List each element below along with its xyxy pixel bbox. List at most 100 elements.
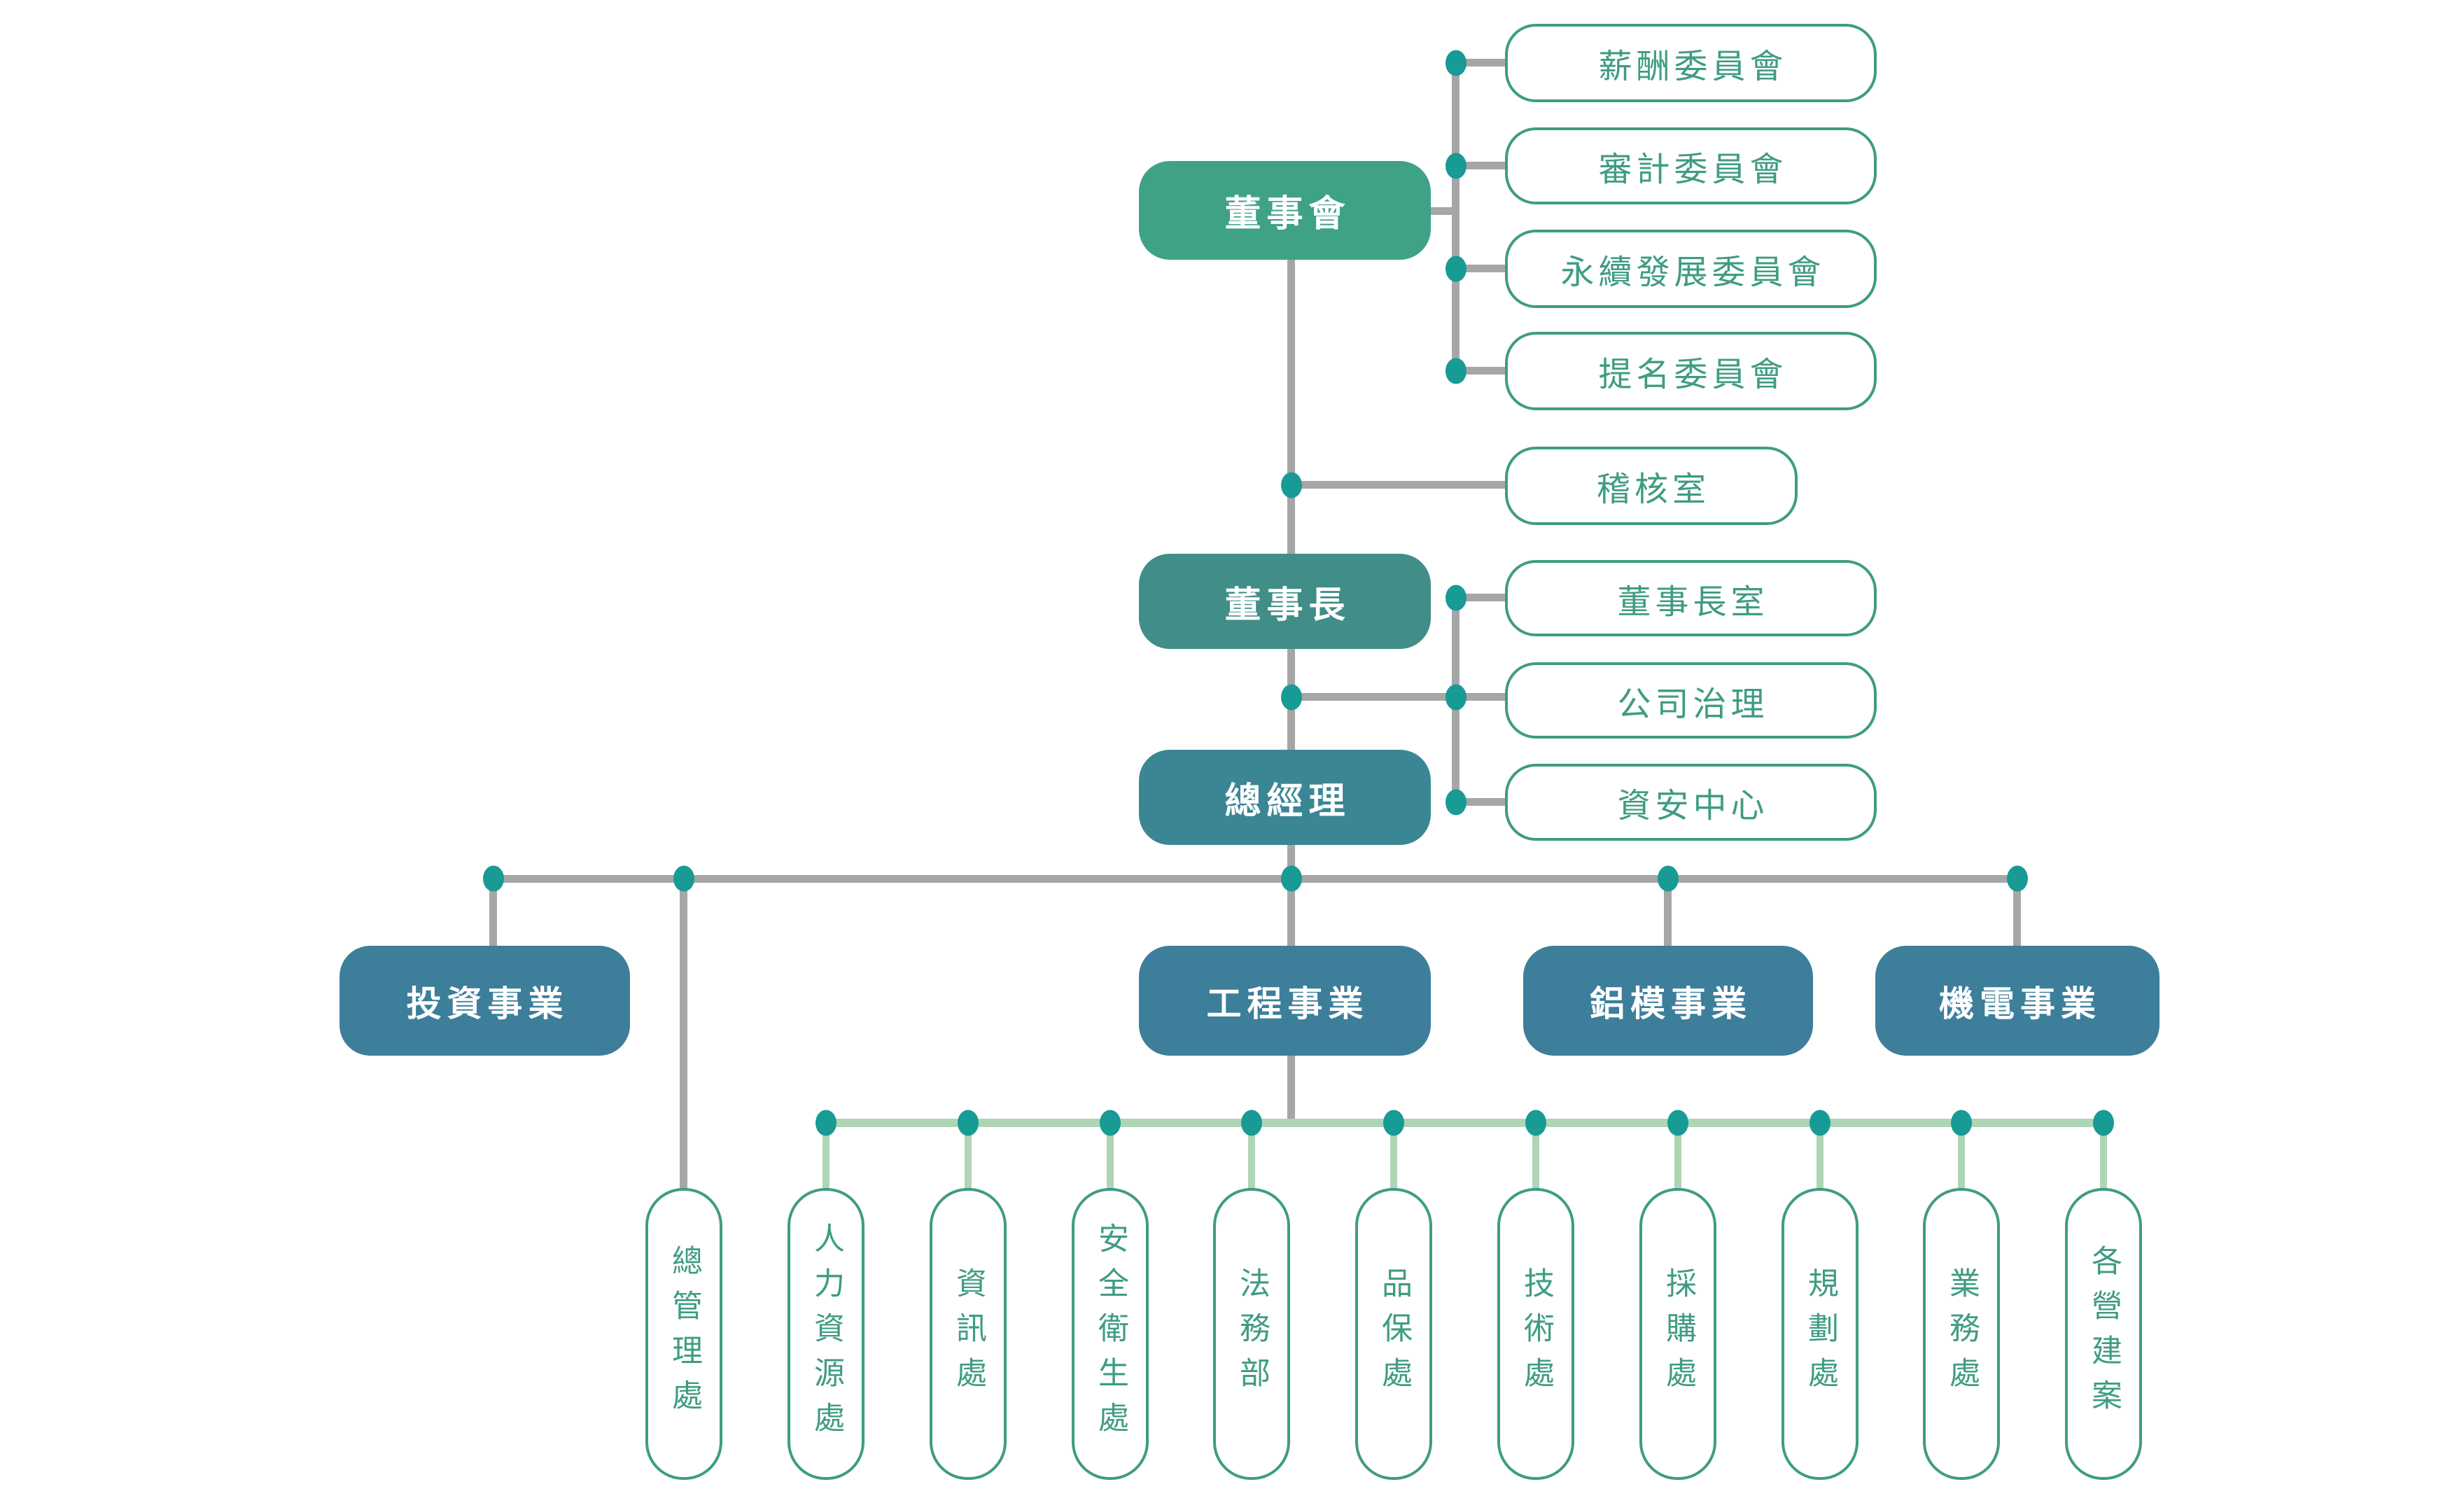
connector-board-to-branch xyxy=(1430,207,1458,215)
it-division-label: 資訊處 xyxy=(951,1266,986,1401)
aluminum-formwork-bu-label: 鋁模事業 xyxy=(1590,984,1752,1023)
planning-division-label: 規劃處 xyxy=(1803,1266,1837,1401)
mep-bu-label: 機電事業 xyxy=(1939,984,2101,1023)
connector-stub-governance xyxy=(1452,693,1508,701)
chairman-node: 董事長 xyxy=(1139,554,1431,649)
salary-committee-node: 薪酬委員會 xyxy=(1505,24,1877,102)
chairman-label: 董事長 xyxy=(1224,585,1351,626)
junction-dot xyxy=(483,865,504,892)
connector-stub-infosec xyxy=(1452,798,1508,806)
junction-dot xyxy=(1446,684,1466,711)
junction-dot xyxy=(816,1110,836,1136)
engineering-bu-label: 工程事業 xyxy=(1206,984,1369,1023)
junction-dot xyxy=(1446,153,1466,179)
connector-audit-office xyxy=(1292,481,1508,489)
legal-dept-label: 法務部 xyxy=(1235,1266,1269,1401)
connector-dept-stub xyxy=(1958,1123,1965,1190)
legal-dept-node: 法務部 xyxy=(1213,1188,1290,1480)
junction-dot xyxy=(1658,865,1679,892)
sales-division-label: 業務處 xyxy=(1945,1266,1979,1401)
connector-to-general-admin xyxy=(680,879,687,1190)
connector-dept-stub xyxy=(965,1123,972,1190)
junction-dot xyxy=(1446,789,1466,816)
junction-dot xyxy=(1667,1110,1688,1136)
qa-division-node: 品保處 xyxy=(1355,1188,1432,1480)
construction-projects-label: 各營建案 xyxy=(2087,1244,2121,1424)
mep-bu-node: 機電事業 xyxy=(1875,946,2160,1056)
junction-dot xyxy=(958,1110,979,1136)
junction-dot xyxy=(1281,472,1302,498)
connector-to-mep xyxy=(2013,879,2021,949)
planning-division-node: 規劃處 xyxy=(1782,1188,1858,1480)
connector-department-rail xyxy=(826,1119,2104,1127)
connector-trunk-president-row xyxy=(1287,845,1295,949)
connector-dept-stub xyxy=(822,1123,830,1190)
corporate-governance-label: 公司治理 xyxy=(1617,685,1769,723)
aluminum-formwork-bu-node: 鋁模事業 xyxy=(1523,946,1813,1056)
procurement-division-node: 採購處 xyxy=(1639,1188,1716,1480)
connector-dept-stub xyxy=(2100,1123,2107,1190)
infosec-center-node: 資安中心 xyxy=(1505,764,1877,841)
connector-stub-nomination xyxy=(1452,367,1508,375)
connector-stub-esg xyxy=(1452,265,1508,272)
infosec-center-label: 資安中心 xyxy=(1617,788,1769,825)
technology-division-label: 技術處 xyxy=(1519,1266,1553,1401)
junction-dot xyxy=(1446,358,1466,384)
board-node: 董事會 xyxy=(1139,161,1431,260)
corporate-governance-node: 公司治理 xyxy=(1505,662,1877,739)
construction-projects-node: 各營建案 xyxy=(2065,1188,2142,1480)
audit-committee-node: 審計委員會 xyxy=(1505,127,1877,204)
junction-dot xyxy=(1100,1110,1121,1136)
audit-office-label: 稽核室 xyxy=(1596,471,1710,508)
junction-dot xyxy=(1809,1110,1830,1136)
nomination-committee-node: 提名委員會 xyxy=(1505,332,1877,410)
safety-health-division-label: 安全衛生處 xyxy=(1093,1222,1128,1446)
junction-dot xyxy=(1525,1110,1546,1136)
general-admin-division-label: 總管理處 xyxy=(667,1244,701,1424)
qa-division-label: 品保處 xyxy=(1377,1266,1411,1401)
investment-bu-label: 投資事業 xyxy=(406,984,569,1023)
junction-dot xyxy=(1446,585,1466,611)
connector-to-aluminum xyxy=(1664,879,1672,949)
nomination-committee-label: 提名委員會 xyxy=(1598,356,1788,393)
general-admin-division-node: 總管理處 xyxy=(645,1188,722,1480)
president-node: 總經理 xyxy=(1139,750,1431,845)
connector-dept-stub xyxy=(1107,1123,1114,1190)
connector-stub-salary xyxy=(1452,59,1508,67)
sales-division-node: 業務處 xyxy=(1923,1188,2000,1480)
junction-dot xyxy=(2093,1110,2114,1136)
engineering-bu-node: 工程事業 xyxy=(1139,946,1431,1056)
investment-bu-node: 投資事業 xyxy=(340,946,630,1056)
connector-trunk-board-chairman xyxy=(1287,260,1295,554)
connector-business-rail xyxy=(493,875,2017,883)
it-division-node: 資訊處 xyxy=(930,1188,1007,1480)
connector-dept-stub xyxy=(1248,1123,1255,1190)
junction-dot xyxy=(2007,865,2028,892)
esg-committee-label: 永續發展委員會 xyxy=(1560,254,1826,291)
junction-dot xyxy=(1383,1110,1404,1136)
chairman-office-label: 董事長室 xyxy=(1617,583,1769,621)
connector-dept-stub xyxy=(1674,1123,1681,1190)
junction-dot xyxy=(1281,865,1302,892)
hr-division-node: 人力資源處 xyxy=(788,1188,864,1480)
junction-dot xyxy=(1281,684,1302,711)
connector-dept-stub xyxy=(1390,1123,1397,1190)
board-label: 董事會 xyxy=(1224,194,1351,235)
connector-dept-stub xyxy=(1816,1123,1823,1190)
chairman-office-node: 董事長室 xyxy=(1505,560,1877,636)
procurement-division-label: 採購處 xyxy=(1661,1266,1695,1401)
junction-dot xyxy=(1446,50,1466,76)
president-label: 總經理 xyxy=(1224,781,1351,822)
safety-health-division-node: 安全衛生處 xyxy=(1072,1188,1149,1480)
connector-stub-audit-committee xyxy=(1452,162,1508,169)
audit-committee-label: 審計委員會 xyxy=(1598,151,1788,188)
junction-dot xyxy=(1446,256,1466,282)
connector-engineering-down xyxy=(1287,1056,1295,1123)
esg-committee-node: 永續發展委員會 xyxy=(1505,230,1877,308)
junction-dot xyxy=(673,865,694,892)
connector-committee-branch xyxy=(1452,53,1460,382)
connector-trunk-to-office-branch xyxy=(1292,693,1460,701)
junction-dot xyxy=(1951,1110,1972,1136)
connector-dept-stub xyxy=(1532,1123,1539,1190)
